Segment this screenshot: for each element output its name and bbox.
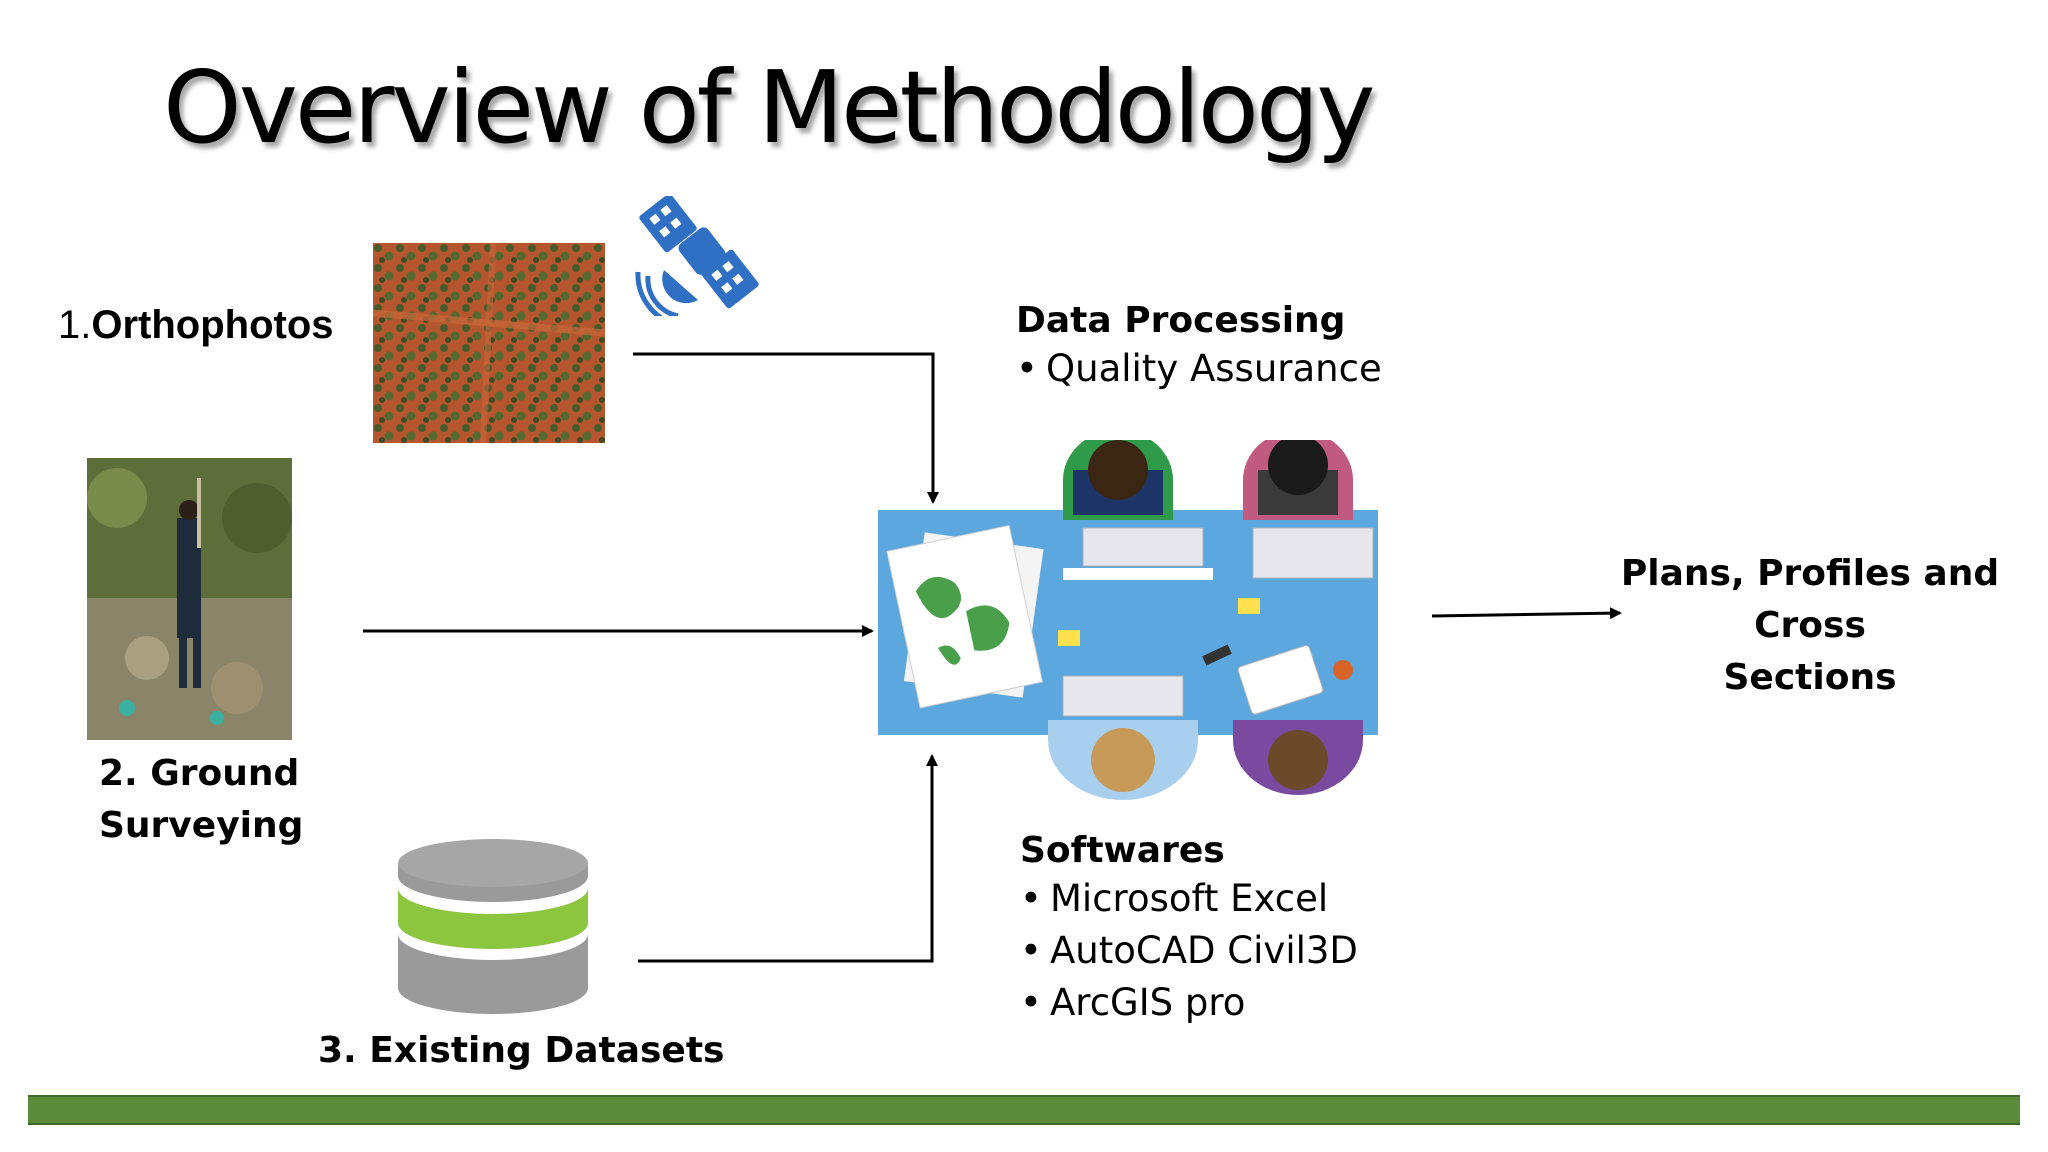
existing-datasets-label: 3. Existing Datasets (318, 1030, 725, 1071)
satellite-icon (635, 196, 759, 316)
team-at-table-illustration (878, 440, 1378, 800)
data-processing-item: •Quality Assurance (1016, 343, 1382, 395)
ground-surveying-line1: 2. Ground (99, 753, 300, 794)
softwares-item: •AutoCAD Civil3D (1020, 925, 1358, 977)
softwares-item: •ArcGIS pro (1020, 977, 1358, 1029)
bullet: • (1020, 929, 1042, 972)
outputs-arrow (1431, 607, 1622, 620)
softwares-item: •Microsoft Excel (1020, 873, 1358, 925)
bottom-bar (28, 1095, 2020, 1125)
orthophotos-label: 1.Orthophotos (58, 303, 334, 348)
database-icon (398, 839, 588, 1014)
ground-surveying-photo (87, 458, 292, 740)
data-processing-block: Data Processing •Quality Assurance (1016, 300, 1382, 395)
softwares-block: Softwares •Microsoft Excel •AutoCAD Civi… (1020, 830, 1358, 1029)
outputs-line1: Plans, Profiles and Cross (1620, 553, 2000, 646)
softwares-item-text: Microsoft Excel (1050, 877, 1329, 920)
softwares-item-text: ArcGIS pro (1050, 981, 1246, 1024)
slide-title: Overview of Methodology (163, 49, 1376, 166)
softwares-list: •Microsoft Excel •AutoCAD Civil3D •ArcGI… (1020, 873, 1358, 1029)
ground-surveying-label: 2. Ground Surveying (99, 748, 303, 852)
softwares-item-text: AutoCAD Civil3D (1050, 929, 1358, 972)
orthophotos-number: 1. (58, 303, 92, 347)
bullet: • (1020, 877, 1042, 920)
data-processing-list: •Quality Assurance (1016, 343, 1382, 395)
orthophotos-arrow (633, 352, 939, 504)
softwares-heading: Softwares (1020, 830, 1225, 871)
existing-datasets-arrow (638, 754, 938, 963)
orthophotos-text: Orthophotos (91, 303, 334, 347)
data-processing-heading: Data Processing (1016, 300, 1346, 341)
bullet: • (1016, 347, 1038, 390)
orthophoto-image (373, 243, 605, 443)
outputs-line2: Sections (1723, 657, 1897, 698)
data-processing-item-text: Quality Assurance (1046, 347, 1382, 390)
ground-surveying-line2: Surveying (99, 805, 304, 846)
bullet: • (1020, 981, 1042, 1024)
outputs-label: Plans, Profiles and Cross Sections (1580, 548, 2040, 704)
